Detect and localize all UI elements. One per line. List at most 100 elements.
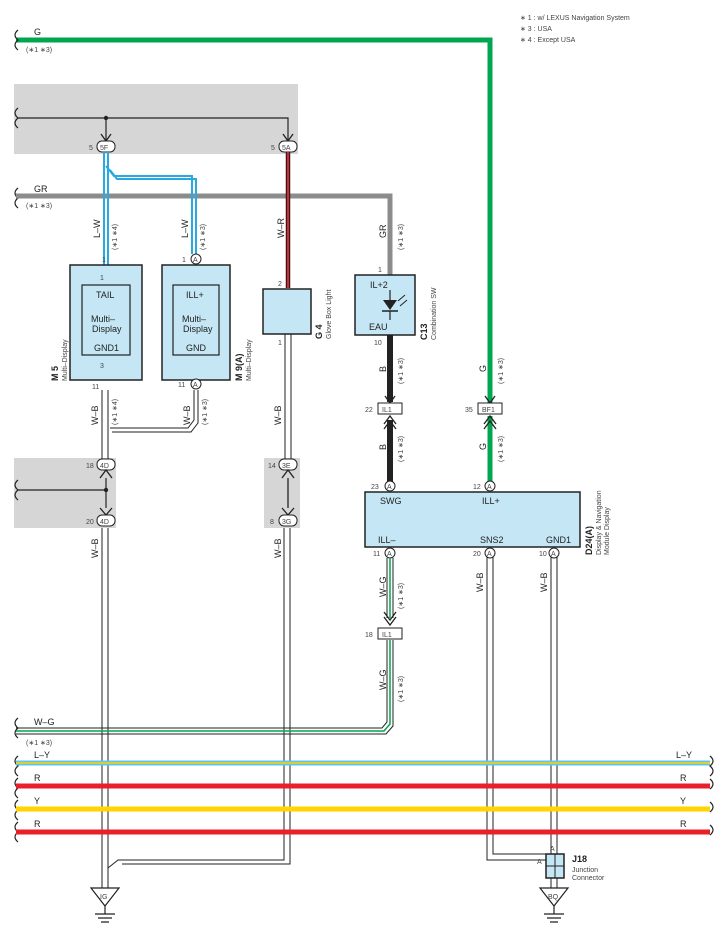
svg-text:ILL+: ILL+ [186,290,204,300]
svg-text:(∗1 ∗4): (∗1 ∗4) [112,224,119,250]
svg-text:A: A [551,551,556,558]
wire-g-top [16,37,493,483]
svg-text:R: R [34,819,41,829]
svg-text:BQ: BQ [548,894,559,901]
svg-text:A: A [537,859,542,866]
svg-text:R: R [680,819,687,829]
component-m5 [69,264,143,381]
svg-text:B: B [378,366,388,372]
legend-note-4: ∗ 4 : Except USA [520,37,576,44]
component-d24 [364,491,581,548]
component-g4 [262,288,312,335]
component-m9 [161,264,231,381]
svg-text:SWG: SWG [380,496,402,506]
svg-text:5A: 5A [282,145,291,152]
svg-text:L–Y: L–Y [676,750,692,760]
svg-text:3: 3 [100,363,104,370]
svg-text:4D: 4D [100,519,109,526]
svg-text:W–G: W–G [34,717,55,727]
svg-text:A: A [487,484,492,491]
svg-text:A: A [193,382,198,389]
svg-text:W–B: W–B [273,405,283,425]
svg-text:IL1: IL1 [382,407,392,414]
svg-text:W–G: W–G [378,669,388,690]
svg-text:18: 18 [365,632,373,639]
svg-text:Display & Navigation: Display & Navigation [596,490,603,555]
svg-text:18: 18 [86,463,94,470]
svg-text:(∗1 ∗3): (∗1 ∗3) [398,358,405,384]
svg-text:(∗1 ∗3): (∗1 ∗3) [398,436,405,462]
svg-text:Display: Display [92,324,122,334]
connector-3G [278,514,298,527]
svg-text:W–B: W–B [90,405,100,425]
wire-lw [103,152,197,270]
svg-text:W–B: W–B [475,572,485,592]
svg-text:20: 20 [473,551,481,558]
svg-text:A: A [193,257,198,264]
svg-text:5: 5 [271,145,275,152]
wire-gr [16,193,393,283]
svg-text:(∗1 ∗3): (∗1 ∗3) [398,676,405,702]
svg-text:10: 10 [374,340,382,347]
svg-text:8: 8 [270,519,274,526]
svg-text:(∗1 ∗3): (∗1 ∗3) [202,399,209,425]
svg-text:1: 1 [182,257,186,264]
svg-text:A: A [387,484,392,491]
svg-text:(∗1 ∗3): (∗1 ∗3) [498,436,505,462]
wire-wg [16,558,394,735]
svg-text:Y: Y [34,796,40,806]
svg-text:SNS2: SNS2 [480,535,504,545]
svg-text:D24(A): D24(A) [584,526,594,555]
pin-m9-1 [190,253,202,265]
svg-text:W–G: W–G [378,576,388,597]
svg-text:L–W: L–W [92,219,102,238]
svg-text:B: B [378,444,388,450]
svg-text:M 9(A): M 9(A) [234,354,244,382]
svg-text:(∗1 ∗3): (∗1 ∗3) [200,224,207,250]
svg-text:A: A [487,551,492,558]
bracket-ly [14,755,19,777]
connector-IL1-a [377,402,403,415]
svg-text:1: 1 [100,275,104,282]
svg-text:3G: 3G [282,519,291,526]
svg-text:(∗1 ∗3): (∗1 ∗3) [26,203,52,210]
wire-wb [101,334,558,888]
svg-text:Y: Y [680,796,686,806]
ground-ig-icon [89,887,121,923]
svg-text:Glove Box Light: Glove Box Light [326,290,333,339]
svg-text:Connector: Connector [572,875,605,882]
component-c13 [354,274,416,336]
svg-text:GR: GR [378,224,388,238]
svg-text:Display: Display [183,324,213,334]
svg-text:Multi–Display: Multi–Display [246,339,253,381]
svg-text:IG: IG [100,894,107,901]
svg-text:W–B: W–B [182,405,192,425]
svg-text:BF1: BF1 [482,407,495,414]
svg-text:GR: GR [34,184,48,194]
svg-text:C13: C13 [419,323,429,340]
svg-text:1: 1 [378,267,382,274]
svg-text:11: 11 [92,384,99,391]
svg-text:Multi–: Multi– [91,314,115,324]
legend-note-3: ∗ 3 : USA [520,26,552,33]
svg-text:11: 11 [373,551,380,558]
svg-text:5F: 5F [100,145,108,152]
connector-BF1 [477,402,503,415]
connector-IL1-b [377,627,403,640]
svg-text:W–R: W–R [276,218,286,239]
splice-top [103,115,109,121]
led-icon [382,290,408,320]
svg-text:A: A [387,551,392,558]
wire-g-label: G [34,27,41,37]
svg-text:10: 10 [539,551,547,558]
svg-text:R: R [680,773,687,783]
bracket-g [14,29,19,51]
svg-text:TAIL: TAIL [96,290,114,300]
svg-text:GND: GND [186,343,207,353]
svg-text:R: R [34,773,41,783]
svg-text:GND1: GND1 [94,343,119,353]
svg-text:Combination SW: Combination SW [431,287,438,340]
svg-text:12: 12 [473,484,481,491]
svg-text:GND1: GND1 [546,535,571,545]
svg-text:35: 35 [465,407,473,414]
